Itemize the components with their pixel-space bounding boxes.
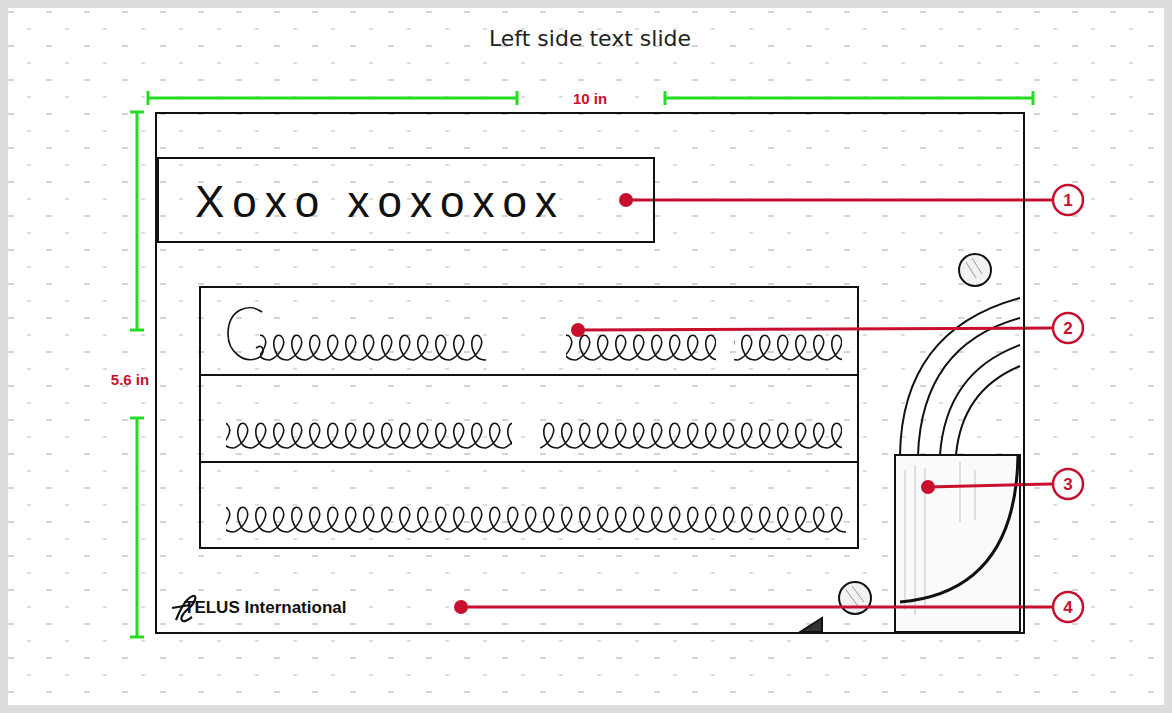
dimension-label: 10 in [573,91,607,106]
callout-number: 2 [1063,320,1072,337]
callout-number: 4 [1063,599,1072,616]
logo-text: TELUS International [184,599,346,618]
slide-frame: TELUS International Xoxo xoxoxox [155,112,1025,634]
decor-illustration [172,254,1020,632]
body-text-box [200,287,858,548]
callout-number: 1 [1063,192,1072,209]
page-frame [4,4,1168,709]
slide-title: Left side text slide [489,26,691,51]
callout-number: 3 [1063,476,1072,493]
heading-box: Xoxo xoxoxox [157,157,655,243]
dimension-lines [130,91,1033,637]
dimension-label: 5.6 in [111,372,149,387]
heading-text: Xoxo xoxoxox [195,178,565,226]
callout-leaders [454,185,1083,622]
